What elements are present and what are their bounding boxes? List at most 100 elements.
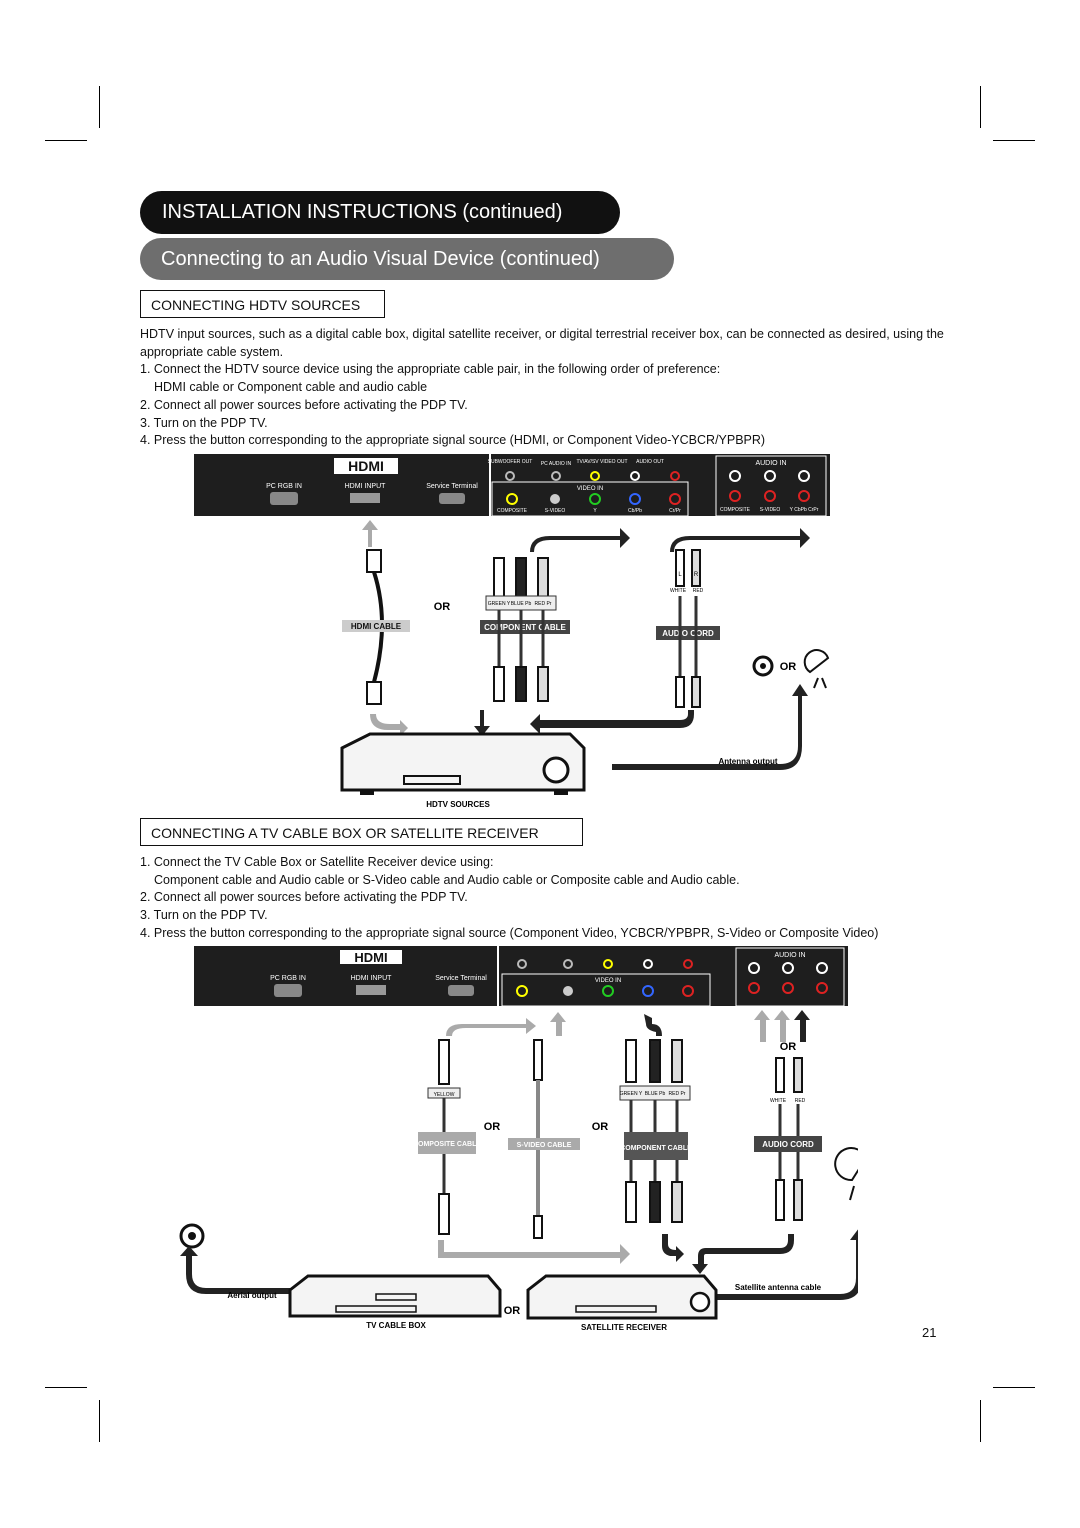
label-cr-pr: Cr/Pr	[669, 508, 681, 514]
label-composite-2: COMPOSITE	[720, 507, 751, 513]
crop-mark	[993, 1387, 1035, 1388]
label-yellow: YELLOW	[434, 1092, 455, 1098]
label-audio-in: AUDIO IN	[755, 460, 786, 467]
step-4: 4. Press the button corresponding to the…	[140, 925, 879, 940]
label-blue-pb: BLUE Pb	[511, 601, 532, 607]
svg-text:HDMI: HDMI	[348, 458, 384, 474]
step-1: 1. Connect the HDTV source device using …	[140, 362, 721, 377]
crop-mark	[45, 1387, 87, 1388]
hdmi-logo	[340, 950, 402, 964]
crop-mark	[45, 140, 87, 141]
step-4: 4. Press the button corresponding to the…	[140, 433, 766, 448]
label-audio-in: AUDIO IN	[774, 952, 805, 959]
label-red-pr: RED Pr	[669, 1091, 686, 1097]
hdmi-plug-top	[366, 549, 382, 573]
audio-cord-label: AUDIO CORD	[662, 629, 714, 638]
label-y: Y	[593, 508, 597, 514]
satellite-dish-icon	[803, 649, 830, 689]
hdmi-plug-bottom	[366, 681, 382, 705]
aerial-output-label: Aerial output	[227, 1291, 277, 1300]
label-pc-rgb-in: PC RGB IN	[266, 483, 302, 490]
step-1-detail: Component cable and Audio cable or S-Vid…	[154, 872, 740, 887]
hdmi-cable-label: HDMI CABLE	[351, 622, 402, 631]
satellite-antenna-cable-label: Satellite antenna cable	[735, 1283, 822, 1292]
component-cable-label: COMPONENT CABLE	[620, 1145, 692, 1152]
or-label-a: OR	[484, 1121, 501, 1133]
label-pc-audio-in: PC AUDIO IN	[541, 461, 572, 467]
label-video-in: VIDEO IN	[577, 486, 603, 492]
or-label-2: OR	[780, 661, 797, 673]
label-composite: COMPOSITE	[497, 508, 528, 514]
service-port	[439, 493, 465, 504]
tv-cable-box-label: TV CABLE BOX	[366, 1321, 426, 1330]
section1-text: HDTV input sources, such as a digital ca…	[140, 326, 950, 450]
tv-cable-box	[288, 1274, 502, 1318]
arrow-component	[530, 528, 630, 552]
antenna-output-label: Antenna output	[718, 757, 777, 766]
arrow-component-down	[474, 710, 490, 736]
or-label-1: OR	[434, 601, 451, 613]
crop-mark	[99, 1400, 100, 1442]
label-video-in: VIDEO IN	[595, 978, 621, 984]
or-label-c: OR	[780, 1041, 797, 1053]
crop-mark	[980, 86, 981, 128]
hdtv-sources-label: HDTV SOURCES	[426, 800, 490, 809]
satellite-receiver-label: SATELLITE RECEIVER	[581, 1323, 667, 1332]
cable-box-connection-diagram: HDMI PC RGB IN HDMI INPUT Service Termin…	[179, 946, 858, 1332]
label-ycbcr: Y CbPb CrPr	[790, 507, 819, 513]
crop-mark	[980, 1400, 981, 1442]
label-subwoofer: SUBWOOFER OUT	[488, 459, 533, 465]
label-video-out: TV/AV/SV VIDEO OUT	[576, 459, 627, 465]
label-service-terminal: Service Terminal	[435, 975, 487, 982]
hdmi-logo	[334, 458, 398, 474]
label-r: R	[694, 572, 699, 578]
satellite-receiver	[526, 1274, 718, 1320]
step-1-detail: HDMI cable or Component cable and audio …	[154, 380, 428, 395]
composite-cable-label: COMPOSITE CABLE	[413, 1141, 481, 1148]
hdtv-source-box	[340, 732, 586, 792]
crop-mark	[99, 86, 100, 128]
label-s-video: S-VIDEO	[545, 508, 566, 514]
step-3: 3. Turn on the PDP TV.	[140, 908, 268, 923]
label-hdmi-input: HDMI INPUT	[351, 975, 393, 982]
arrow-audio	[670, 528, 810, 552]
label-s-video-2: S-VIDEO	[760, 507, 781, 513]
svg-text:HDMI: HDMI	[354, 950, 387, 965]
label-blue-pb: BLUE Pb	[645, 1091, 666, 1097]
step-2: 2. Connect all power sources before acti…	[140, 397, 468, 412]
section2-text: 1. Connect the TV Cable Box or Satellite…	[140, 854, 950, 943]
label-service-terminal: Service Terminal	[426, 483, 478, 490]
component-cable-label: COMPONENT CABLE	[484, 623, 566, 632]
hdmi-port	[350, 493, 380, 503]
label-pc-rgb-in: PC RGB IN	[270, 975, 306, 982]
arrow-up-hdmi	[362, 520, 378, 547]
step-2: 2. Connect all power sources before acti…	[140, 890, 468, 905]
main-title: INSTALLATION INSTRUCTIONS (continued)	[140, 191, 620, 234]
label-white: WHITE	[770, 1098, 787, 1104]
section-heading-hdtv: CONNECTING HDTV SOURCES	[140, 290, 385, 318]
step-3: 3. Turn on the PDP TV.	[140, 415, 268, 430]
label-green-y: GREEN Y	[488, 601, 511, 607]
section-heading-cable-box: CONNECTING A TV CABLE BOX OR SATELLITE R…	[140, 818, 583, 846]
or-label-b: OR	[592, 1121, 609, 1133]
or-label-d: OR	[504, 1305, 521, 1317]
intro-paragraph: HDTV input sources, such as a digital ca…	[140, 327, 944, 359]
label-red-pr: RED Pr	[535, 601, 552, 607]
page-number: 21	[922, 1325, 937, 1340]
label-audio-out: AUDIO OUT	[636, 459, 664, 465]
arrow-hdmi-down	[370, 714, 408, 736]
satellite-dish-icon	[834, 1147, 858, 1201]
sub-title: Connecting to an Audio Visual Device (co…	[140, 238, 674, 280]
crop-mark	[993, 140, 1035, 141]
step-1: 1. Connect the TV Cable Box or Satellite…	[140, 855, 494, 869]
label-green-y: GREEN Y	[620, 1091, 643, 1097]
tv-rear-panel	[194, 454, 830, 516]
label-hdmi-input: HDMI INPUT	[345, 483, 387, 490]
arrow-audio-down	[530, 710, 694, 734]
label-cb-pb: Cb/Pb	[628, 508, 642, 514]
audio-cord-label: AUDIO CORD	[762, 1140, 814, 1149]
label-white: WHITE	[670, 588, 687, 594]
label-l: L	[678, 572, 682, 578]
label-red: RED	[693, 588, 704, 594]
label-red: RED	[795, 1098, 806, 1104]
